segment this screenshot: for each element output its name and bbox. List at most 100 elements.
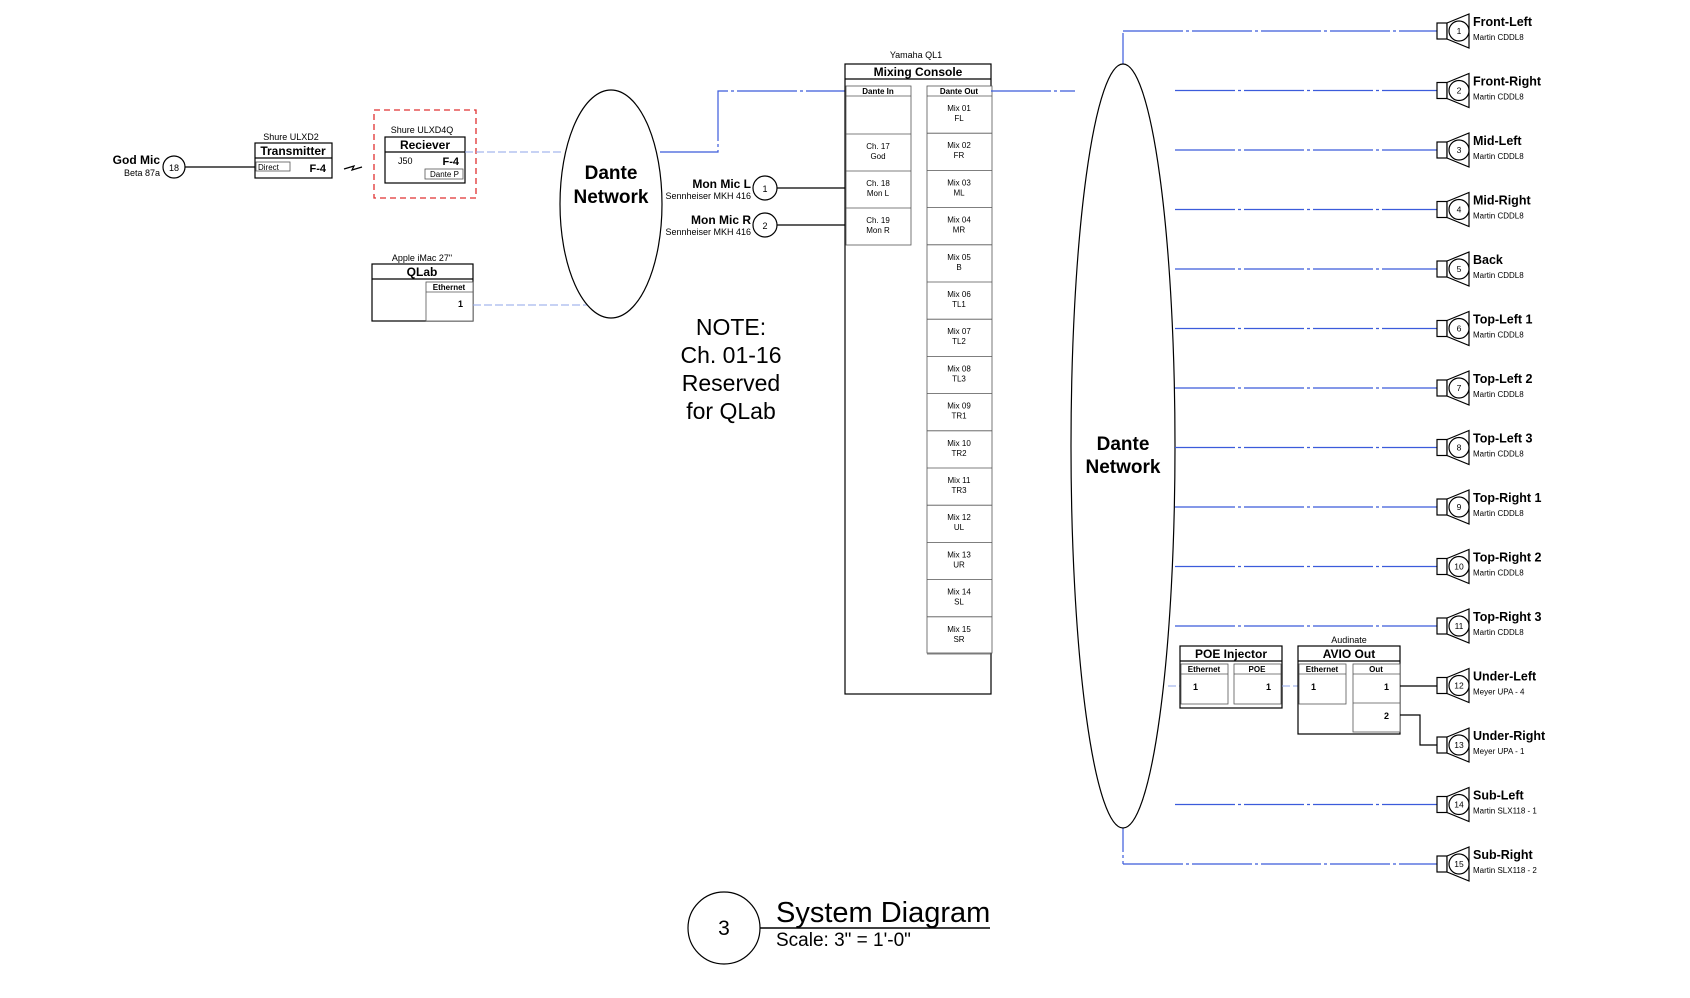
transmitter-box [254,142,333,179]
speaker-number-circle [1448,258,1470,280]
mixing-console: Yamaha QL1 Mixing Console Dante In Ch. 1… [844,50,993,695]
speaker-model: Meyer UPA - 1 [1473,747,1525,756]
speaker-icon-body [1436,141,1448,159]
speaker-icon-body [1436,200,1448,219]
speaker-number: 7 [1457,383,1462,393]
dante-in-ch-19: Ch. 19 [866,216,890,225]
speaker-feed-lines [1123,30,1437,865]
mon-mic-r: Mon Mic R Sennheiser MKH 416 2 [665,212,778,238]
qlab-port-value: 1 [458,299,463,309]
dante-network-left-ellipse [559,89,663,319]
poe-col1-value: 1 [1193,682,1198,692]
dante-out-name: TR3 [951,486,967,495]
speaker-number: 5 [1457,264,1462,274]
dante-left-line2: Network [574,187,649,208]
speaker-number-circle [1448,79,1470,102]
avio-out-1: 1 [1384,682,1389,692]
speaker-model: Martin CDDL8 [1473,212,1524,221]
poe-col2-value: 1 [1266,682,1271,692]
poe-col2-header: POE [1249,665,1267,674]
speaker-model: Martin CDDL8 [1473,509,1524,518]
speaker-name: Sub-Left [1473,789,1525,803]
mon-mic-l-model: Sennheiser MKH 416 [665,191,751,201]
avio-col1-header: Ethernet [1306,665,1339,674]
avio-out-2: 2 [1384,711,1389,721]
speaker-number: 6 [1457,324,1462,334]
wireless-link-icon [343,165,363,171]
avio-out-port [1352,663,1401,733]
dante-out-mix: Mix 08 [947,364,971,373]
mon-mic-r-model: Sennheiser MKH 416 [665,227,751,237]
dante-out-name: TR1 [951,412,967,421]
avio-out2-cable [1400,714,1437,746]
dante-out-mix: Mix 15 [947,625,971,634]
speaker-model: Martin CDDL8 [1473,450,1524,459]
speaker-icon-body [1436,676,1448,695]
god-mic-number: 18 [169,163,179,173]
dante-out-header: Dante Out [940,87,979,96]
speaker-model: Martin CDDL8 [1473,33,1524,42]
dante-out-name: UL [954,523,965,532]
speaker-name: Top-Left 1 [1473,313,1533,327]
speaker-number-circle [1448,198,1470,221]
mon-mic-l-name: Mon Mic L [692,177,751,191]
speaker-number-circle [1448,139,1470,161]
speaker-model: Martin CDDL8 [1473,271,1524,280]
speaker-number-circle [1448,436,1470,459]
speaker-model: Martin CDDL8 [1473,390,1524,399]
avio-col2-header: Out [1369,665,1383,674]
dante-out-mix: Mix 01 [947,104,971,113]
receiver-highlight [373,109,477,199]
speaker-number: 13 [1454,740,1464,750]
dante-in-ch-17: Ch. 17 [866,142,890,151]
receiver-port [424,168,464,180]
dante-out-mix: Mix 03 [947,178,971,187]
dante-out-name: TL3 [952,374,966,383]
speaker-icon-body [1436,438,1448,457]
poe-col1-header: Ethernet [1188,665,1221,674]
dante-out-name: SR [953,635,964,644]
speaker-icon-body [1436,498,1448,516]
speaker-model: Martin SLX118 - 2 [1473,866,1537,875]
speaker-icon-body [1436,319,1448,338]
dante-out-name: UR [953,560,965,569]
title-block-number: 3 [718,917,730,940]
speaker-model: Martin SLX118 - 1 [1473,807,1537,816]
dante-out-name: MR [953,226,966,235]
speaker-number: 14 [1454,800,1464,810]
speaker-number-circle [1448,377,1470,399]
speaker-icon-body [1436,81,1448,100]
receiver-left-label: J50 [398,156,413,166]
note-line-4: for QLab [686,398,776,424]
poe-poe-port [1233,663,1282,705]
speaker-number: 9 [1457,502,1462,512]
dante-right-line2: Network [1086,457,1161,478]
dante-out-name: ML [953,188,965,197]
speaker-icon-body [1436,795,1448,814]
qlab: Apple iMac 27" QLab Ethernet 1 [371,253,474,322]
speaker-name: Mid-Right [1473,194,1531,208]
speaker-icon-body [1436,557,1448,576]
transmitter-port [255,161,291,172]
speaker-name: Under-Right [1473,729,1546,743]
speaker-name: Top-Right 3 [1473,610,1542,624]
speaker-model: Martin CDDL8 [1473,152,1524,161]
avio-title: AVIO Out [1323,647,1375,661]
note-line-2: Ch. 01-16 [680,342,781,368]
dante-right-line1: Dante [1097,434,1150,455]
title-block-scale: Scale: 3" = 1'-0" [776,930,911,951]
speaker-icon-body [1436,855,1448,873]
speaker-icon-body [1436,22,1448,40]
speaker-name: Top-Right 2 [1473,551,1542,565]
speaker-number: 4 [1457,205,1462,215]
dante-out-mix: Mix 02 [947,141,971,150]
speaker-name: Top-Left 3 [1473,432,1533,446]
speaker-number-circle [1448,734,1470,756]
